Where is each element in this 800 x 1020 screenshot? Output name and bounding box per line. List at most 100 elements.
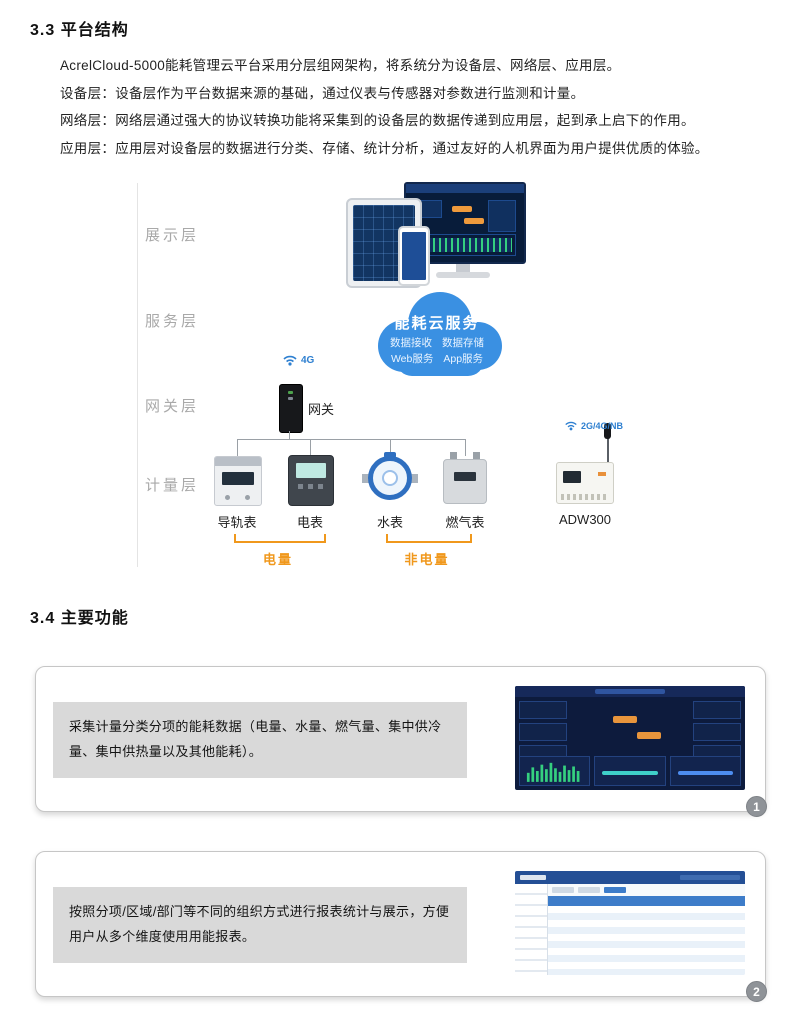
device-label-din-rail-meter: 导轨表 — [217, 515, 257, 530]
connector-line — [390, 439, 391, 456]
decor-panel — [454, 472, 476, 481]
decor-panel — [384, 452, 396, 458]
paragraph-network-layer: 网络层：网络层通过强大的协议转换功能将采集到的设备层的数据传递到应用层，起到承上… — [60, 113, 695, 128]
decor-panel — [225, 495, 230, 500]
layer-label-service: 服务层 — [145, 313, 200, 330]
group-brace-electric — [234, 534, 326, 543]
adw300-antenna-tip — [604, 423, 611, 439]
wifi-icon — [565, 421, 577, 431]
decor-mini-bar-chart — [519, 756, 591, 786]
decor-panel — [464, 218, 484, 224]
gateway-led — [288, 397, 293, 400]
power-meter-device — [288, 455, 334, 506]
decor-panel — [561, 494, 609, 500]
decor-panel — [519, 756, 741, 786]
energy-cloud-service: 能耗云服务 数据接收数据存储 Web服务 App服务 — [362, 288, 512, 380]
paragraph-device-layer: 设备层：设备层作为平台数据来源的基础，通过仪表与传感器对参数进行监测和计量。 — [60, 85, 585, 101]
decor-panel — [637, 732, 661, 739]
wifi-wan-label: 2G/4G/NB — [581, 421, 624, 431]
section-3-3-title: 3.3 平台结构 — [30, 22, 129, 39]
decor-panel — [548, 884, 745, 975]
adw300-device — [556, 462, 614, 504]
layer-label-display: 展示层 — [145, 227, 200, 244]
device-label-water-meter: 水表 — [376, 515, 403, 530]
phone-screen — [402, 232, 426, 280]
decor-panel — [450, 452, 457, 460]
paragraph-intro: AcrelCloud-5000能耗管理云平台采用分层组网架构，将系统分为设备层、… — [60, 58, 621, 73]
layer-label-metering: 计量层 — [145, 477, 200, 494]
connector-line — [310, 439, 311, 456]
connector-line — [237, 439, 238, 456]
decor-panel — [443, 459, 487, 504]
decor-panel — [488, 200, 516, 232]
connector-line — [465, 439, 466, 456]
decor-panel — [515, 686, 745, 697]
decor-panel — [406, 184, 524, 193]
decor-panel — [452, 206, 472, 212]
gateway-label: 网关 — [308, 402, 335, 417]
cloud-service-data-receive: 数据接收 — [390, 337, 432, 349]
decor-panel — [515, 871, 745, 884]
cloud-service-app: App服务 — [443, 353, 484, 365]
feature-number-badge-2: 2 — [746, 981, 767, 1002]
cloud-service-data-store: 数据存储 — [442, 337, 484, 349]
group-label-non-electric: 非电量 — [404, 552, 450, 567]
paragraph-app-layer: 应用层：应用层对设备层的数据进行分类、存储、统计分析，通过友好的人机界面为用户提… — [60, 140, 709, 156]
cloud-title: 能耗云服务 — [394, 315, 480, 332]
cloud-services-row-2: Web服务 App服务 — [362, 351, 512, 366]
wifi-wan-indicator: 2G/4G/NB — [564, 419, 623, 431]
feature-text-2: 按照分项/区域/部门等不同的组织方式进行报表统计与展示，方便用户从多个维度使用用… — [53, 887, 467, 963]
decor-panel — [215, 457, 261, 466]
feature-text-1: 采集计量分类分项的能耗数据（电量、水量、燃气量、集中供冷量、集中供热量以及其他能… — [53, 702, 467, 778]
decor-panel — [677, 771, 734, 775]
decor-panel — [598, 472, 606, 476]
device-label-gas-meter: 燃气表 — [445, 515, 485, 530]
monitor-stand-base — [436, 272, 490, 278]
phone-mockup — [398, 226, 430, 286]
wifi-icon — [283, 355, 297, 366]
layer-label-gateway: 网关层 — [145, 398, 200, 415]
section-3-4-title: 3.4 主要功能 — [30, 610, 129, 627]
decor-panel — [414, 234, 516, 256]
monitor-stand-neck — [456, 262, 470, 272]
decor-panel — [473, 452, 480, 460]
wifi-4g-label: 4G — [301, 355, 315, 366]
cloud-services-row-1: 数据接收数据存储 — [362, 335, 512, 350]
decor-sidebar — [515, 884, 548, 975]
adw300-antenna — [607, 436, 609, 464]
connector-line — [289, 431, 290, 439]
cloud-service-web: Web服务 — [390, 353, 434, 365]
layer-divider-line — [137, 183, 138, 567]
decor-panel — [296, 463, 326, 478]
decor-panel — [563, 471, 581, 483]
section-3-3-paragraphs: AcrelCloud-5000能耗管理云平台采用分层组网架构，将系统分为设备层、… — [60, 52, 770, 162]
gateway-led — [288, 391, 293, 394]
device-label-adw300: ADW300 — [558, 512, 612, 527]
group-brace-non-electric — [386, 534, 472, 543]
decor-panel — [245, 495, 250, 500]
decor-panel — [520, 875, 546, 880]
decor-panel — [594, 756, 666, 786]
decor-panel — [519, 701, 567, 763]
decor-panel — [298, 484, 324, 489]
decor-panel — [693, 701, 741, 763]
water-meter-device — [362, 452, 418, 504]
decor-panel — [222, 472, 254, 485]
decor-panel — [669, 756, 741, 786]
cloud-shape — [378, 292, 502, 376]
device-label-power-meter: 电表 — [296, 515, 323, 530]
decor-panel — [382, 470, 398, 486]
feature-screenshot-energy-dashboard — [515, 686, 745, 790]
decor-panel — [680, 875, 740, 880]
decor-panel — [602, 771, 658, 775]
connector-bus-line — [237, 439, 466, 440]
decor-table-rows — [548, 906, 745, 975]
feature-number-badge-1: 1 — [746, 796, 767, 817]
decor-panel — [613, 716, 637, 723]
wifi-4g-indicator: 4G — [282, 353, 314, 366]
decor-table-header — [548, 896, 745, 906]
decor-panel — [410, 474, 418, 483]
gas-meter-device — [443, 452, 487, 504]
feature-screenshot-report-table — [515, 871, 745, 975]
